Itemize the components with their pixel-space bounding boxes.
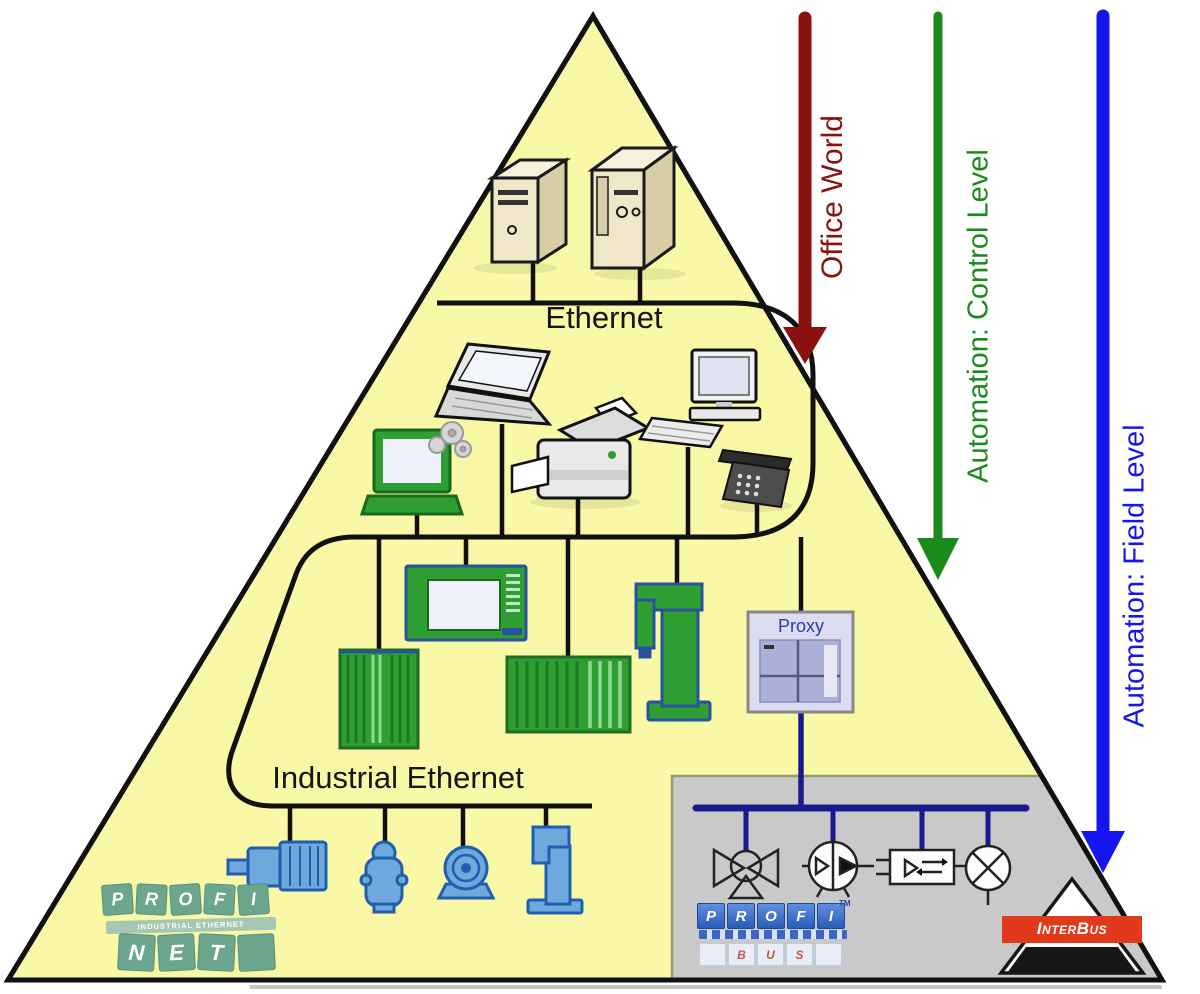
logo-tile: U xyxy=(757,943,784,966)
logo-tile: P xyxy=(100,882,135,917)
robot-arm-icon xyxy=(634,582,712,722)
profinet-logo: P R O F I INDUSTRIAL ETHERNET N E T xyxy=(96,882,296,976)
office-world-arrow xyxy=(783,11,827,364)
profibus-top-tiles: P R O F I xyxy=(697,903,845,929)
proxy-label: Proxy xyxy=(777,616,824,636)
logo-tile: E xyxy=(157,933,196,972)
proxy-device xyxy=(746,610,855,714)
logo-tile-blank xyxy=(237,933,276,972)
profibus-bottom-tiles: B U S xyxy=(699,943,842,966)
hmi-panel-icon xyxy=(404,564,528,642)
pyramid-outline xyxy=(3,11,1167,983)
printer-icon xyxy=(510,396,652,509)
office-world-arrow-label: Office World xyxy=(816,115,849,279)
control-level-arrow-label: Automation: Control Level xyxy=(962,149,995,483)
logo-tile-blank xyxy=(815,943,842,966)
server-tower-icon xyxy=(587,145,686,280)
logo-tile: R xyxy=(135,883,168,916)
laptop-icon xyxy=(433,342,553,426)
pump-symbol-icon xyxy=(802,840,874,898)
control-level-arrow xyxy=(917,11,959,580)
logo-tile: F xyxy=(203,883,236,916)
profibus-banner xyxy=(699,930,847,939)
gear-motor-icon xyxy=(226,840,328,892)
trademark-mark: TM xyxy=(839,899,851,908)
industrial-ethernet-label: Industrial Ethernet xyxy=(272,760,524,795)
interbus-logo: InterBus xyxy=(1002,916,1142,943)
field-level-arrow-label: Automation: Field Level xyxy=(1118,424,1151,728)
logo-tile: N xyxy=(117,933,156,972)
logo-tile: O xyxy=(757,903,785,929)
small-robot-icon xyxy=(526,825,584,915)
lamp-symbol-icon xyxy=(964,844,1012,905)
logo-tile: O xyxy=(168,882,203,917)
profinet-bottom-tiles: N E T xyxy=(117,933,276,972)
logo-tile: R xyxy=(727,903,755,929)
telephone-icon xyxy=(717,448,793,512)
optocoupler-symbol-icon xyxy=(876,848,970,886)
profinet-top-tiles: P R O F I xyxy=(100,882,271,917)
gears-icon xyxy=(428,421,472,458)
ethernet-label: Ethernet xyxy=(545,300,663,335)
desktop-pc-icon xyxy=(637,348,762,449)
logo-tile: B xyxy=(728,943,755,966)
logo-tile: P xyxy=(697,903,725,929)
profibus-logo: P R O F I TM B U S xyxy=(697,899,857,973)
logo-tile: T xyxy=(197,933,236,972)
workstation-icon xyxy=(359,421,472,516)
base-shadow xyxy=(250,985,1162,989)
plc-rack-icon xyxy=(338,648,420,750)
drop-lines xyxy=(287,260,804,850)
profinet-banner: INDUSTRIAL ETHERNET xyxy=(105,916,277,935)
blower-icon xyxy=(436,845,496,900)
field-level-arrow xyxy=(1081,9,1125,873)
fieldbus-lines xyxy=(692,710,1030,850)
logo-tile-blank xyxy=(699,943,726,966)
valve-symbol-icon xyxy=(712,847,780,900)
logo-tile: I xyxy=(236,882,271,917)
logo-tile: F xyxy=(787,903,815,929)
logo-tile: S xyxy=(786,943,813,966)
logo-tile: I xyxy=(817,903,845,929)
pump-icon xyxy=(359,840,409,914)
plc-rack-icon xyxy=(505,655,632,734)
server-tower-icon xyxy=(473,157,572,274)
